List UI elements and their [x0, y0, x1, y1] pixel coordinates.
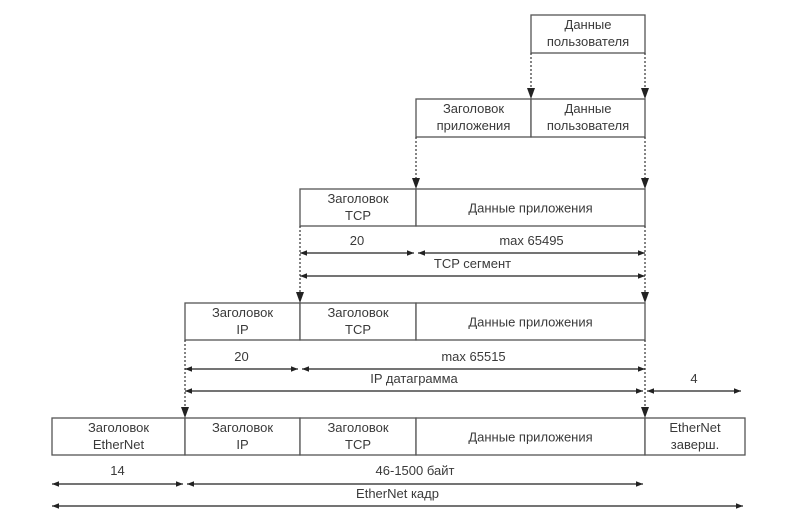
- dimension-label: 14: [110, 463, 124, 478]
- dimension-ip-data: max 65515: [302, 349, 645, 372]
- cell-label: заверш.: [671, 437, 719, 452]
- cell-label: IP: [236, 322, 248, 337]
- arrow-down-icon: [412, 178, 420, 189]
- encapsulation-connector: [181, 340, 189, 418]
- cell: Данные приложения: [415, 302, 646, 341]
- dimension-label: 46-1500 байт: [376, 463, 455, 478]
- dimension-ip-datagram: IP датаграмма: [185, 371, 643, 394]
- cell: Данные приложения: [415, 417, 646, 456]
- dimension-eth-payload: 46-1500 байт: [187, 463, 643, 487]
- cell-label: EtherNet: [93, 437, 145, 452]
- dimension-label: 4: [690, 371, 697, 386]
- cell-label: Заголовок: [327, 191, 388, 206]
- encapsulation-connector: [641, 137, 649, 189]
- cell-label: EtherNet: [669, 420, 721, 435]
- cell-label: пользователя: [547, 34, 629, 49]
- cell-label: Данные: [565, 101, 612, 116]
- cell-label: Заголовок: [88, 420, 149, 435]
- encapsulation-connector: [412, 137, 420, 189]
- cell-label: пользователя: [547, 118, 629, 133]
- cell-box: [415, 98, 532, 138]
- dimension-tcp-segment: TCP сегмент: [300, 256, 645, 279]
- cell-box: [415, 417, 646, 456]
- cell-box: [184, 302, 301, 341]
- cell-label: Данные приложения: [468, 201, 592, 216]
- dimension-tcp-header: 20: [300, 233, 414, 256]
- cell-label: TCP: [345, 322, 371, 337]
- encapsulation-connector: [527, 53, 535, 99]
- dimension-eth-trailer: 4: [647, 371, 741, 394]
- cell: Данные пользователя: [530, 98, 646, 138]
- dimension-label: 20: [350, 233, 364, 248]
- row-ethernet-frame: ЗаголовокEtherNetЗаголовокIPЗаголовокTCP…: [51, 417, 746, 456]
- arrow-down-icon: [641, 88, 649, 99]
- dimension-label: 20: [234, 349, 248, 364]
- cell: EtherNet заверш.: [644, 417, 746, 456]
- cell-label: Заголовок: [327, 420, 388, 435]
- cell-label: Данные приложения: [468, 315, 592, 330]
- cell-label: Данные приложения: [468, 430, 592, 445]
- cell-box: [644, 417, 746, 456]
- cell-box: [299, 302, 417, 341]
- cell-label: Заголовок: [212, 420, 273, 435]
- cell-label: Заголовок: [443, 101, 504, 116]
- arrow-down-icon: [641, 407, 649, 418]
- cell-box: [415, 302, 646, 341]
- cell: Данные пользователя: [530, 14, 646, 54]
- cell-box: [415, 188, 646, 227]
- row-application-message: Заголовок приложения Данные пользователя: [415, 98, 646, 138]
- dimension-label: TCP сегмент: [434, 256, 511, 271]
- encapsulation-connector: [641, 53, 649, 99]
- cell-box: [530, 14, 646, 54]
- encapsulation-connector: [296, 226, 304, 303]
- row-user-data: Данные пользователя: [530, 14, 646, 54]
- arrow-down-icon: [527, 88, 535, 99]
- cell-label: IP: [236, 437, 248, 452]
- arrow-down-icon: [181, 407, 189, 418]
- dimension-label: max 65515: [441, 349, 505, 364]
- cell: Заголовок приложения: [415, 98, 532, 138]
- dimension-eth-frame: EtherNet кадр: [52, 486, 743, 509]
- cell-label: приложения: [437, 118, 511, 133]
- dimension-ip-header: 20: [185, 349, 298, 372]
- arrow-down-icon: [641, 178, 649, 189]
- arrow-down-icon: [641, 292, 649, 303]
- dimension-tcp-data: max 65495: [418, 233, 645, 256]
- cell-label: Заголовок: [327, 305, 388, 320]
- cell-box: [184, 417, 301, 456]
- cell-label: TCP: [345, 208, 371, 223]
- encapsulation-connector: [641, 226, 649, 303]
- arrow-down-icon: [296, 292, 304, 303]
- dimension-label: IP датаграмма: [370, 371, 458, 386]
- cell-label: Заголовок: [212, 305, 273, 320]
- encapsulation-connector: [641, 340, 649, 418]
- cell-box: [530, 98, 646, 138]
- dimension-label: max 65495: [499, 233, 563, 248]
- dimension-label: EtherNet кадр: [356, 486, 439, 501]
- cell-label: TCP: [345, 437, 371, 452]
- cell: Данные приложения: [415, 188, 646, 227]
- cell-box: [51, 417, 186, 456]
- cell-label: Данные: [565, 17, 612, 32]
- dimension-eth-header: 14: [52, 463, 183, 487]
